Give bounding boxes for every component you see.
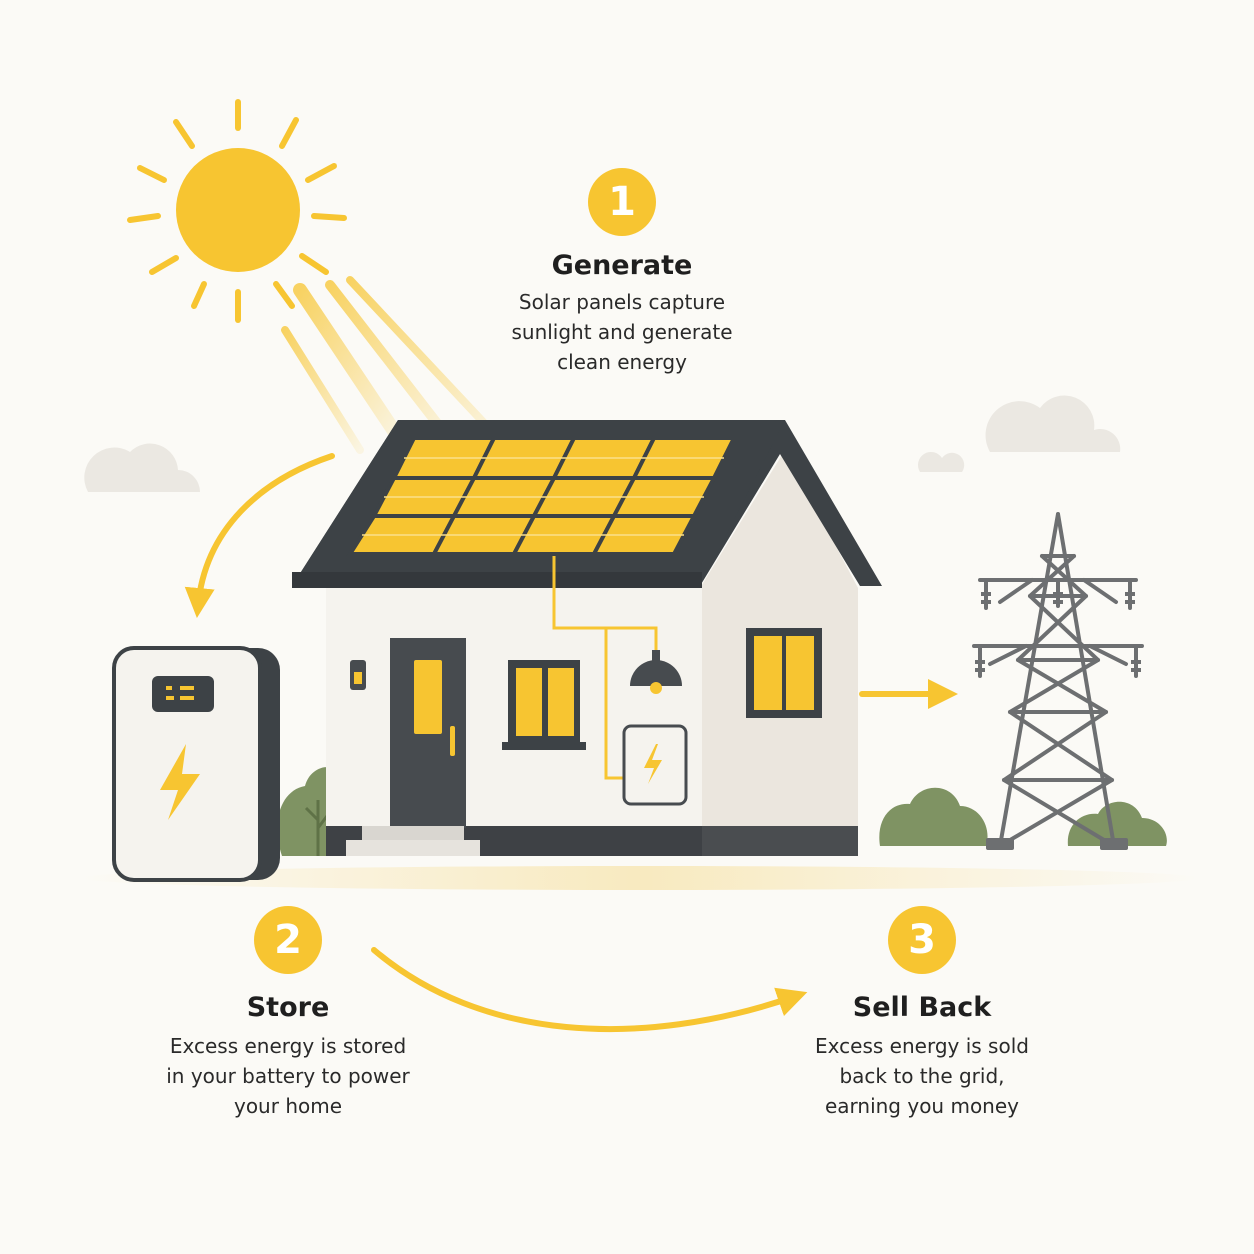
sun-icon	[127, 99, 347, 323]
cloud-icon	[84, 443, 200, 492]
wall-lamp	[350, 660, 366, 690]
lightning-bolt-icon	[644, 744, 662, 784]
lightning-bolt-icon	[160, 744, 200, 820]
step-number-badge: 2	[254, 906, 322, 974]
transmission-tower	[972, 512, 1144, 848]
step-sell-back: 3 Sell Back Excess energy is sold back t…	[762, 906, 1082, 1121]
arrow-icon	[184, 453, 335, 618]
step-number-badge: 3	[888, 906, 956, 974]
window	[746, 628, 822, 718]
ground-shadow	[80, 866, 1200, 890]
home-battery	[112, 646, 280, 882]
shrub	[879, 787, 1167, 846]
step-title: Sell Back	[852, 992, 992, 1023]
door-step	[346, 840, 480, 856]
step-number-badge: 1	[588, 168, 656, 236]
panel-grid-lines	[362, 457, 724, 536]
cloud-icon	[917, 451, 965, 472]
cloud-icon	[985, 395, 1121, 452]
wire	[552, 556, 658, 780]
ceiling-lamp	[630, 650, 682, 694]
front-door	[390, 638, 466, 828]
solar-panels	[346, 436, 738, 556]
step-description: Excess energy is stored in your battery …	[166, 1034, 410, 1118]
step-title: Generate	[551, 250, 693, 281]
step-description: Solar panels capture sunlight and genera…	[511, 290, 733, 374]
inverter	[622, 724, 688, 806]
tower-insulators	[975, 592, 1141, 850]
step-title: Store	[246, 992, 330, 1023]
window	[502, 660, 586, 750]
sunlight-beams	[281, 276, 504, 454]
arrow-icon	[371, 947, 808, 1033]
door-step	[362, 826, 464, 840]
step-store: 2 Store Excess energy is stored in your …	[128, 906, 448, 1121]
step-description: Excess energy is sold back to the grid, …	[815, 1034, 1029, 1118]
step-generate: 1 Generate Solar panels capture sunlight…	[462, 168, 782, 377]
